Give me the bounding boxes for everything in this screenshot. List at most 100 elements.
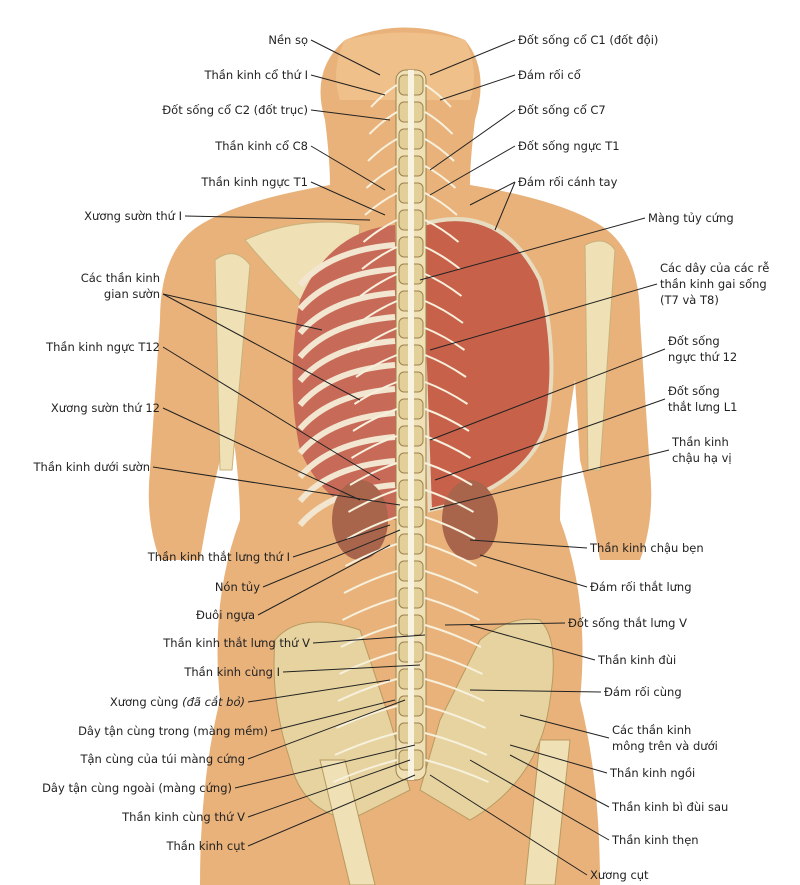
femur [524,739,571,885]
label: Thần kinh dưới sườn [34,459,150,475]
label: Dây tận cùng ngoài (màng cứng) [42,780,232,796]
spinal-nerve [424,381,469,405]
spinal-nerve [337,678,398,702]
leader-line [434,398,666,481]
label-text: Thần kinh cùng thứ V [122,810,245,824]
spinal-nerve [424,192,458,216]
label: Xương cùng (đã cắt bỏ) [110,694,245,710]
spinal-nerve [424,570,479,594]
spinal-nerve [424,327,466,351]
label: Thần kinh thắt lưng thứ V [163,635,310,651]
leader-line [310,109,391,121]
leader-line [494,181,516,231]
label-text: chậu hạ vị [672,451,732,465]
rib [297,338,396,383]
label: Đám rối cánh tay [518,174,617,190]
label-text: Xương cụt [590,868,649,882]
label: Thần kinh ngực T12 [46,339,160,355]
leader-line [429,39,516,76]
leader-line [419,217,646,281]
label-text: Các thần kinh [80,271,160,285]
spinal-nerve [424,759,489,783]
label: Đốt sống cổ C7 [518,102,606,118]
spinal-nerve [340,624,398,648]
label-text: Thần kinh chậu bẹn [590,541,704,555]
spinal-nerve [339,651,398,675]
femur [319,759,376,885]
label: Nền sọ [268,32,308,48]
leader-line [439,74,516,101]
leader-line [509,754,610,808]
label-text: Đám rối thắt lưng [590,580,692,594]
spinal-nerve [368,111,398,135]
rib [297,362,396,407]
label-text: Thần kinh cùng I [184,665,280,679]
kidney [332,480,388,560]
leader-line [310,181,386,216]
leader-line [429,449,670,511]
ribs [297,242,396,527]
pelvis [419,618,554,821]
spinal-nerves [333,84,489,783]
label-text: Màng tủy cứng [648,211,734,225]
leader-line [469,759,610,841]
label: Xương sườn thứ 12 [51,400,160,416]
label-text: Xương sườn thứ I [84,209,182,223]
label-text: Nón tủy [214,580,260,594]
label: Tận cùng của túi màng cứng [80,751,245,767]
spinal-nerve [343,570,398,594]
spinal-nerve [333,759,398,783]
spinal-nerve [424,84,452,108]
spinal-nerve [350,435,398,459]
label-text: Thần kinh ngồi [610,766,696,780]
spinal-nerve [364,192,398,216]
head [336,32,474,100]
leader-line [247,679,391,703]
label: Đuôi ngựa [196,607,255,623]
label-text: Xương sườn thứ 12 [50,401,160,415]
label: Thần kinh thắt lưng thứ I [148,549,290,565]
spinal-nerve [424,651,483,675]
spinal-nerve [424,138,455,162]
label: Thần kinh ngồi [610,765,695,781]
spinal-nerve [424,165,457,189]
label: Thần kinh cùng I [184,664,280,680]
label-text: Các thần kinh [612,723,692,737]
spinal-nerve [424,678,485,702]
label-text: Đám rối cổ [518,68,581,82]
label-text: Đốt sống ngực T1 [518,139,620,153]
spinal-nerve [345,543,398,567]
label: Dây tận cùng trong (màng mềm) [78,723,268,739]
leader-line [479,554,588,588]
spinal-nerve [424,300,464,324]
leader-line [444,622,566,626]
label-text: Thần kinh thắt lưng thứ V [163,636,310,650]
label-text: Thần kinh ngực T1 [201,175,308,189]
label: Thần kinh cổ thứ I [204,67,308,83]
label-text: Đuôi ngựa [195,608,255,622]
leader-line [310,39,381,76]
leader-line [429,109,516,171]
spinal-nerve [424,354,467,378]
label: Thần kinh cùng thứ V [122,809,245,825]
leader-line [270,699,396,732]
spinal-nerve [367,138,398,162]
label: Đám rối cổ [518,67,581,83]
leader-line [312,634,426,644]
label-text: Thần kinh cổ thứ I [204,68,308,82]
label: Xương sườn thứ I [84,208,182,224]
label-text: Đám rối cánh tay [518,175,618,189]
leader-line [162,293,361,401]
leader-line [469,624,596,661]
label: Đám rối cùng [604,684,682,700]
leader-line [247,699,406,760]
label-text: Nền sọ [268,33,308,47]
spinal-nerve [424,516,476,540]
label: Thần kinh thẹn [612,832,699,848]
